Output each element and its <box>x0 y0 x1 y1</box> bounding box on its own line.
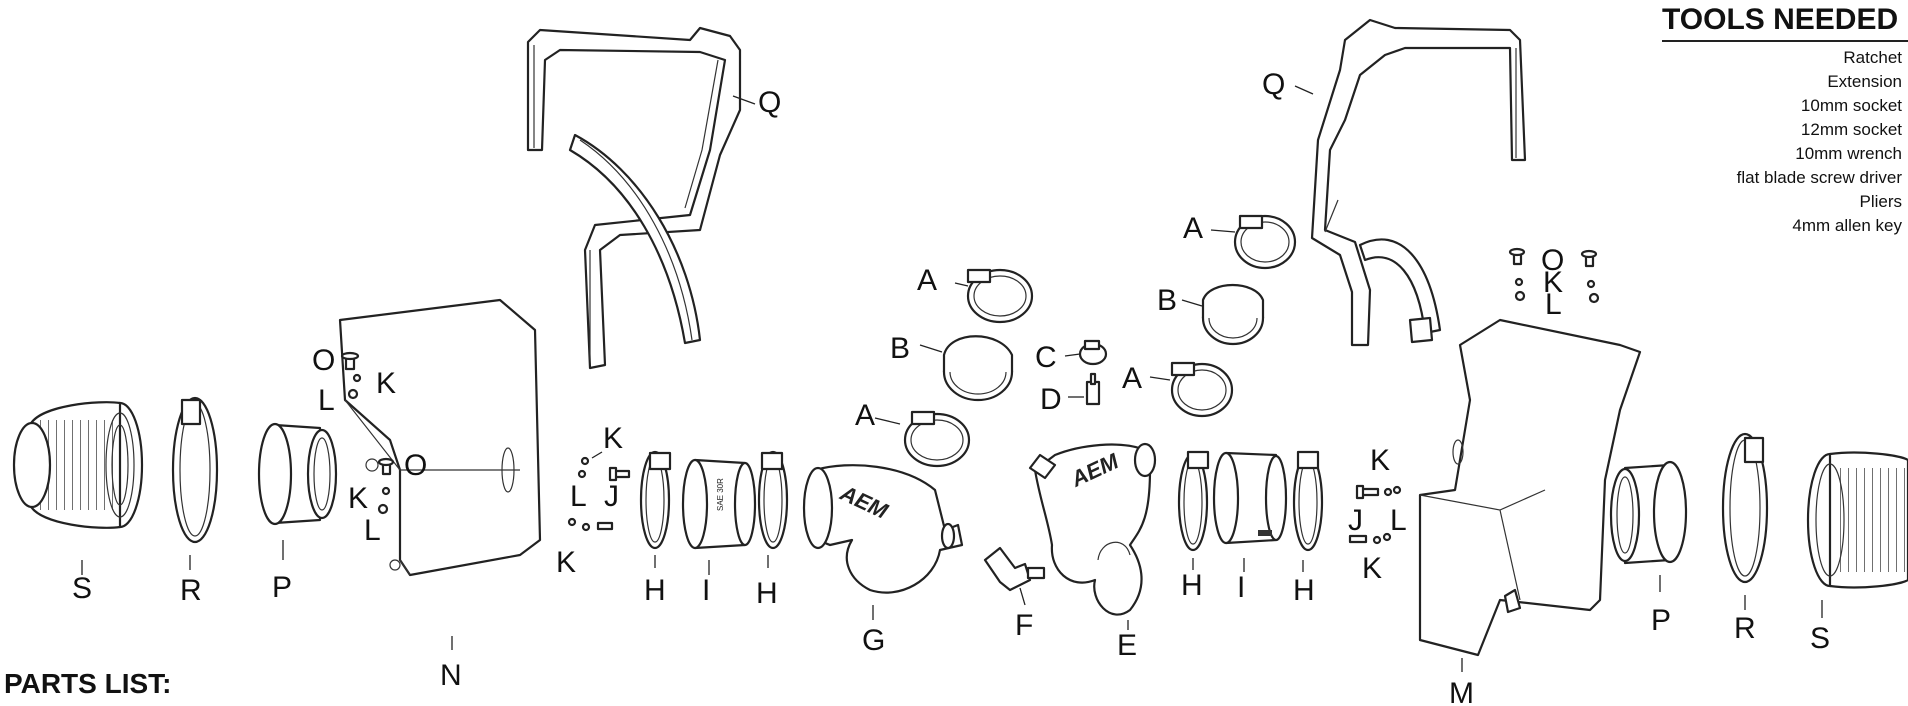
callout-K-left-mid: K <box>348 482 368 515</box>
heat-shield-right <box>1418 318 1642 657</box>
coupler-right <box>1609 460 1688 565</box>
callout-I-left: I <box>702 574 710 607</box>
callout-M: M <box>1449 677 1474 706</box>
callout-K-center-upper: K <box>603 422 623 455</box>
support-bracket-left <box>526 26 742 370</box>
tools-needed-title: TOOLS NEEDED <box>1662 0 1908 42</box>
coupler-left <box>257 422 338 526</box>
callout-B-left: B <box>890 332 910 365</box>
callout-K-center-lower: K <box>556 546 576 579</box>
callout-C: C <box>1035 341 1057 374</box>
callout-S-right: S <box>1810 622 1830 655</box>
callout-K-right-top: K <box>1543 266 1563 299</box>
callout-N: N <box>440 659 462 692</box>
callout-J-right: J <box>1348 504 1363 537</box>
tool-item: 10mm socket <box>1800 96 1902 115</box>
callout-K-right-lower: K <box>1362 552 1382 585</box>
callout-J-center: J <box>604 480 619 513</box>
callout-S-left: S <box>72 572 92 605</box>
air-filter-left <box>12 401 144 529</box>
callout-A-left-top: A <box>917 264 937 297</box>
callout-P-right: P <box>1651 604 1671 637</box>
clamp-a-right-bottom <box>1170 361 1234 418</box>
callout-R-right: R <box>1734 612 1756 645</box>
band-clamp-left <box>171 396 219 544</box>
hose-clamp-h-left-2 <box>757 450 789 550</box>
callout-L-left-mid: L <box>364 514 381 547</box>
tools-list: Ratchet Extension 10mm socket 12mm socke… <box>1662 46 1908 238</box>
callout-F: F <box>1015 609 1033 642</box>
fasteners-center-left <box>567 456 631 532</box>
intake-tube-e: AEM <box>1028 442 1157 616</box>
callout-H-left-2: H <box>756 577 778 610</box>
hose-clamp-h-right-2 <box>1292 450 1324 552</box>
callout-H-right-1: H <box>1181 569 1203 602</box>
tool-item: flat blade screw driver <box>1736 168 1902 187</box>
callout-A-right-top: A <box>1183 212 1203 245</box>
callout-D: D <box>1040 383 1062 416</box>
callout-A-right-bottom: A <box>1122 362 1142 395</box>
tool-item: 12mm socket <box>1800 120 1902 139</box>
hose-clamp-h-left-1 <box>639 450 672 550</box>
tool-item: 10mm wrench <box>1795 144 1902 163</box>
callout-E: E <box>1117 629 1137 662</box>
parts-list-title: PARTS LIST: <box>4 668 172 699</box>
callout-P-left: P <box>272 571 292 604</box>
intake-tube-g: AEM <box>802 464 964 594</box>
tool-item: Extension <box>1827 72 1902 91</box>
svg-text:SAE 30R: SAE 30R <box>716 478 725 511</box>
hose-clamp-h-right-1 <box>1177 450 1210 552</box>
tools-needed-panel: TOOLS NEEDED Ratchet Extension 10mm sock… <box>1662 0 1908 238</box>
clamp-a-left-bottom <box>903 410 971 468</box>
coupler-b-left <box>942 335 1014 402</box>
clamp-c <box>1078 339 1108 366</box>
fasteners-left-mid <box>377 457 395 515</box>
fasteners-center-right <box>1348 484 1402 545</box>
callout-L-left-top: L <box>318 384 335 417</box>
callout-Q-right: Q <box>1262 68 1285 101</box>
callout-O-right-top: O <box>1541 244 1564 277</box>
tool-item: 4mm allen key <box>1792 216 1902 235</box>
fitting-d <box>1085 372 1101 406</box>
band-clamp-right <box>1721 432 1769 584</box>
tool-item: Ratchet <box>1843 48 1902 67</box>
callout-H-right-2: H <box>1293 574 1315 607</box>
callout-L-center: L <box>570 480 587 513</box>
support-bracket-right <box>1310 18 1527 347</box>
fasteners-left-top <box>340 351 362 400</box>
callout-L-right-top: L <box>1545 288 1562 321</box>
fasteners-right-top <box>1508 247 1600 304</box>
callout-K-left-top: K <box>376 367 396 400</box>
coupler-b-right <box>1201 283 1265 346</box>
callout-A-left-bottom: A <box>855 399 875 432</box>
callout-O-left-mid: O <box>404 449 427 482</box>
air-filter-right <box>1806 451 1908 589</box>
callout-Q-left: Q <box>758 86 781 119</box>
elbow-fitting-f <box>983 546 1046 592</box>
callout-I-right: I <box>1237 571 1245 604</box>
callout-O-left-top: O <box>312 344 335 377</box>
callout-B-right: B <box>1157 284 1177 317</box>
clamp-a-left-top <box>966 268 1034 324</box>
callout-G: G <box>862 624 885 657</box>
callout-K-right-upper: K <box>1370 444 1390 477</box>
coupler-i-left: SAE 30R <box>681 458 757 550</box>
tool-item: Pliers <box>1859 192 1902 211</box>
callout-R-left: R <box>180 574 202 607</box>
coupler-i-right <box>1212 451 1288 545</box>
callout-L-right-center: L <box>1390 504 1407 537</box>
clamp-a-right-top <box>1233 214 1297 270</box>
callout-H-left-1: H <box>644 574 666 607</box>
heat-shield-left <box>338 298 542 577</box>
